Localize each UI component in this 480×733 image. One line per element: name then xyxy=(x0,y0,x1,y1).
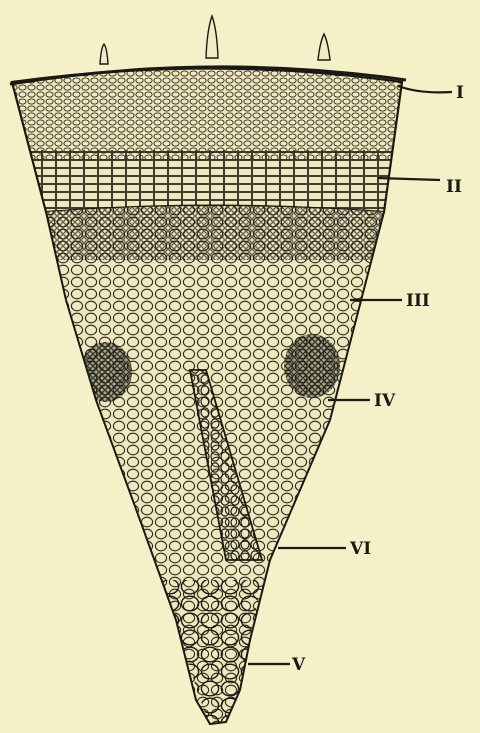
label-1: I xyxy=(456,83,464,103)
stele-tip xyxy=(160,580,262,722)
label-5: V xyxy=(291,655,306,675)
label-6: VI xyxy=(349,539,371,559)
label-2: II xyxy=(446,177,462,197)
root-hairs xyxy=(100,16,330,64)
cortex-wedge xyxy=(0,200,480,733)
leader-line-1 xyxy=(398,86,452,92)
label-3: III xyxy=(406,291,430,311)
label-4: IV xyxy=(374,391,396,411)
phloem-patch-right xyxy=(284,334,340,398)
